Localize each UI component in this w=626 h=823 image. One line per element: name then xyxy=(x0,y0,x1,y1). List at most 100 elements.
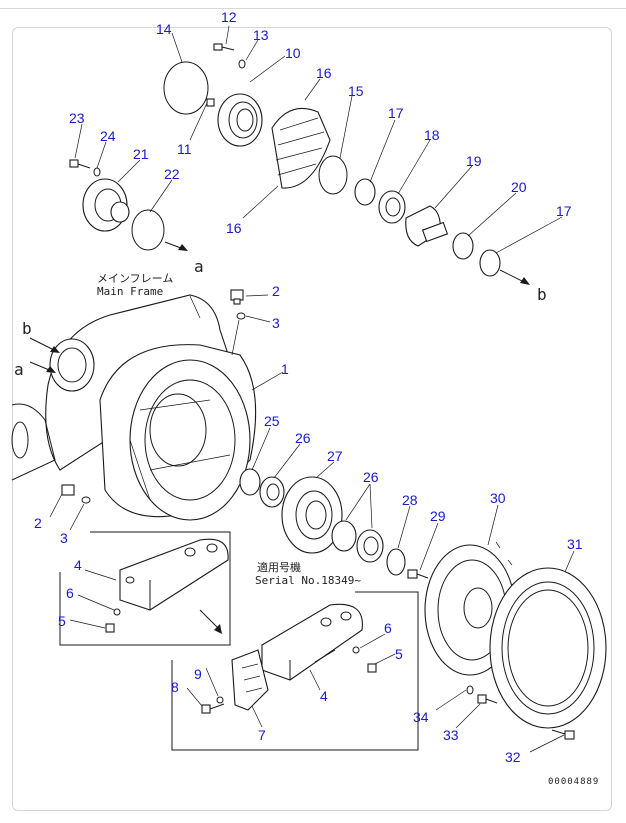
callout-33: 33 xyxy=(443,727,459,743)
part-32-bolt xyxy=(564,730,575,740)
callout-17-lower: 17 xyxy=(556,203,572,219)
part-16-cage xyxy=(271,107,331,189)
part-28-washer xyxy=(386,548,406,576)
drawing-code: 00004889 xyxy=(548,777,599,787)
part-26-bearing-right xyxy=(331,520,384,563)
part-25-race xyxy=(239,468,261,496)
callout-6-old: 6 xyxy=(66,585,74,601)
part-17-race-upper xyxy=(354,178,376,206)
part-4-bracket-old xyxy=(119,538,229,611)
part-10-cover xyxy=(217,93,263,147)
top-divider xyxy=(0,8,626,9)
callout-11: 11 xyxy=(177,141,192,157)
part-14-oring xyxy=(163,61,209,115)
part-3-oring-upper xyxy=(236,312,246,320)
callout-25: 25 xyxy=(264,413,280,429)
callout-9: 9 xyxy=(194,666,202,682)
leader-lines-top xyxy=(74,25,563,254)
callout-2-lower: 2 xyxy=(34,515,42,531)
callout-2-upper: 2 xyxy=(272,283,280,299)
part-27-hub xyxy=(281,476,343,554)
callout-31: 31 xyxy=(567,536,583,552)
callout-1: 1 xyxy=(281,361,289,377)
callout-26-left: 26 xyxy=(295,430,311,446)
arrow-label-a-left: a xyxy=(14,360,24,379)
callout-16-bottom: 16 xyxy=(226,220,242,236)
part-23-bolt xyxy=(69,159,79,168)
callout-32: 32 xyxy=(505,749,521,765)
callout-19: 19 xyxy=(466,153,482,169)
callout-8: 8 xyxy=(171,679,179,695)
part-4-bracket-new xyxy=(261,603,363,681)
callout-14: 14 xyxy=(156,21,172,37)
callout-29: 29 xyxy=(430,508,446,524)
replacement-arrow xyxy=(199,609,221,631)
part-6-washer-old xyxy=(113,608,121,616)
part-3-oring-lower xyxy=(81,496,91,504)
callout-12: 12 xyxy=(221,9,237,25)
callout-13: 13 xyxy=(253,27,269,43)
part-11-plug xyxy=(206,98,215,107)
callout-20: 20 xyxy=(511,179,527,195)
diagram-panel xyxy=(12,27,612,811)
callout-23: 23 xyxy=(69,110,85,126)
callout-27: 27 xyxy=(327,448,343,464)
part-19-shaft xyxy=(405,205,449,247)
callout-5-new: 5 xyxy=(395,646,403,662)
callout-18: 18 xyxy=(424,127,440,143)
callout-15: 15 xyxy=(348,83,364,99)
callout-numbers: 1 2 2 3 3 4 4 5 5 6 6 7 8 9 10 11 12 13 … xyxy=(34,9,583,765)
part-6-washer-new xyxy=(352,646,360,654)
part-9-plate-new xyxy=(231,649,269,711)
callout-30: 30 xyxy=(490,490,506,506)
arrow-label-b-left: b xyxy=(22,319,32,338)
callout-5-old: 5 xyxy=(58,613,66,629)
arrow-label-a-top: a xyxy=(194,257,204,276)
part-21-retainer xyxy=(82,178,130,232)
part-2-plug-upper xyxy=(230,289,244,305)
part-12-bolt xyxy=(213,43,235,51)
callout-22: 22 xyxy=(164,166,180,182)
bracket-box-new xyxy=(171,591,419,751)
part-22-oring xyxy=(131,209,165,251)
part-13-washer xyxy=(238,59,246,69)
callout-21: 21 xyxy=(133,146,149,162)
part-17-race-lower xyxy=(479,249,501,277)
leader-lines-mid xyxy=(251,427,439,571)
callout-4-new: 4 xyxy=(320,688,328,704)
callout-34: 34 xyxy=(413,709,429,725)
leader-lines-brackets xyxy=(186,633,396,728)
callout-3-upper: 3 xyxy=(272,315,280,331)
part-29-bolt xyxy=(407,569,429,579)
main-frame-housing xyxy=(11,294,257,521)
serial-en-label: Serial No.18349~ xyxy=(255,574,361,587)
part-15-oring xyxy=(318,155,348,195)
main-frame-en-label: Main Frame xyxy=(97,285,163,298)
part-31-ring-gear xyxy=(489,567,607,729)
part-8-bolt-new xyxy=(201,704,211,714)
callout-16-top: 16 xyxy=(316,65,332,81)
callout-3-lower: 3 xyxy=(60,530,68,546)
callout-4-old: 4 xyxy=(74,557,82,573)
part-20-ring xyxy=(452,232,474,260)
callout-26-right: 26 xyxy=(363,469,379,485)
serial-jp-label: 適用号機 xyxy=(257,560,301,574)
callout-28: 28 xyxy=(402,492,418,508)
part-5-bolt-new xyxy=(367,663,377,673)
callout-24: 24 xyxy=(100,128,116,144)
part-24-washer xyxy=(93,167,101,177)
part-26-bearing-left xyxy=(259,476,285,508)
part-washer-new xyxy=(216,696,224,704)
part-2-plug-lower xyxy=(61,484,75,496)
bracket-box-old xyxy=(59,531,231,646)
part-18-bearing xyxy=(378,190,406,224)
callout-6-new: 6 xyxy=(384,620,392,636)
part-33-bolt xyxy=(477,694,487,704)
arrow-label-b-top: b xyxy=(537,285,547,304)
part-5-bolt-old xyxy=(105,623,115,633)
leader-lines-right xyxy=(435,504,575,753)
callout-7: 7 xyxy=(258,727,266,743)
callout-17-upper: 17 xyxy=(388,105,404,121)
